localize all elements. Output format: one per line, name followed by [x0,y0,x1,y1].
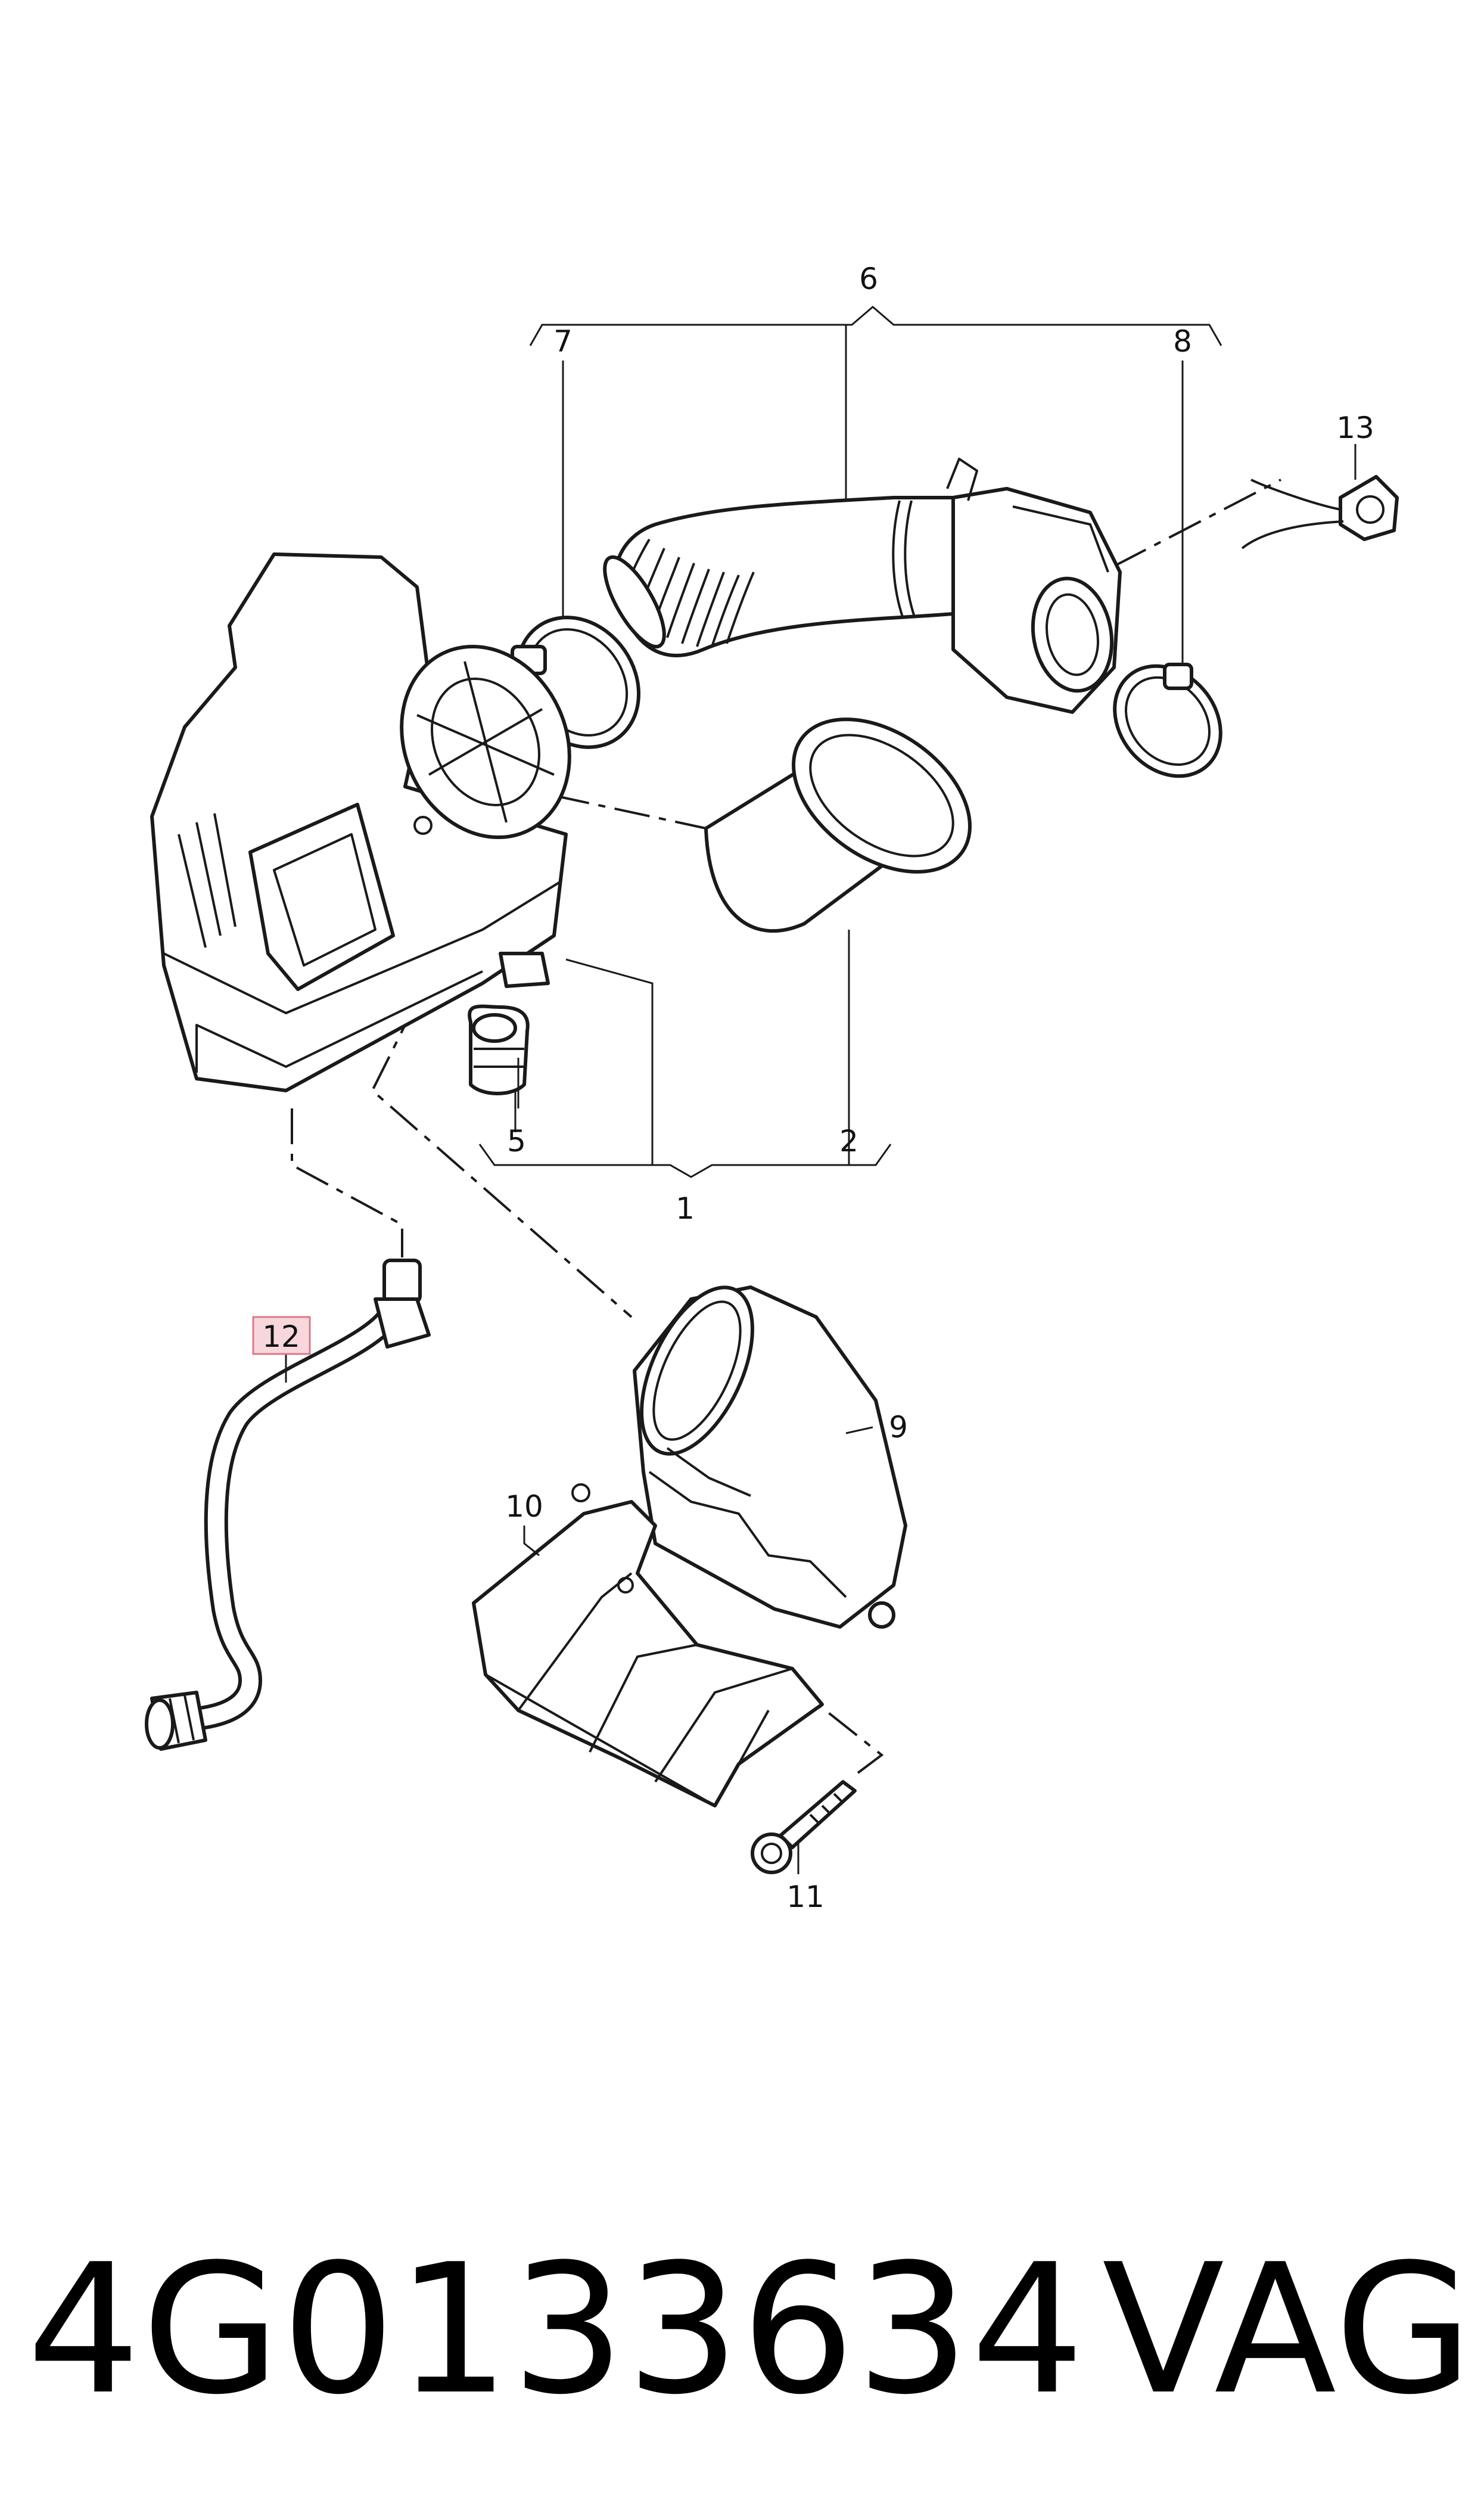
callout-5: 5 [507,1124,526,1158]
brand-label: VAG [1102,2226,1474,2434]
callout-12: 12 [262,1319,300,1354]
air-duct-10 [472,1483,824,1807]
callout-10: 10 [505,1489,543,1524]
callout-8: 8 [1173,324,1192,359]
callout-6: 6 [859,262,878,296]
grommet-5 [468,1004,530,1095]
callout-13: 13 [1336,411,1374,445]
callout-7: 7 [553,324,573,359]
air-guide-9 [633,1285,907,1629]
breather-hose-12 [145,1259,431,1751]
footer: 4G0133634 VAG [0,2205,1484,2455]
callout-2: 2 [839,1124,858,1158]
air-filter-housing-1 [150,552,571,1092]
assembly-lines [291,479,1281,1774]
leader-lines [285,1058,873,1557]
hose-clamp-8 [1113,663,1222,778]
sensor-13 [1241,444,1399,549]
bolt-11 [751,1780,857,1874]
callout-9: 9 [889,1410,908,1445]
callout-12-highlight: 12 [252,1316,311,1355]
bracket-1 [478,930,892,1178]
bracket-6 [529,306,1222,667]
intake-duct-6 [603,458,1122,714]
air-filter-element-2 [704,718,972,933]
part-number: 4G0133634 [27,2226,1086,2434]
callout-1: 1 [676,1191,695,1226]
exploded-parts-diagram: 6 7 8 13 5 2 1 9 10 11 12 [145,262,1399,1914]
callout-11: 11 [786,1880,825,1914]
